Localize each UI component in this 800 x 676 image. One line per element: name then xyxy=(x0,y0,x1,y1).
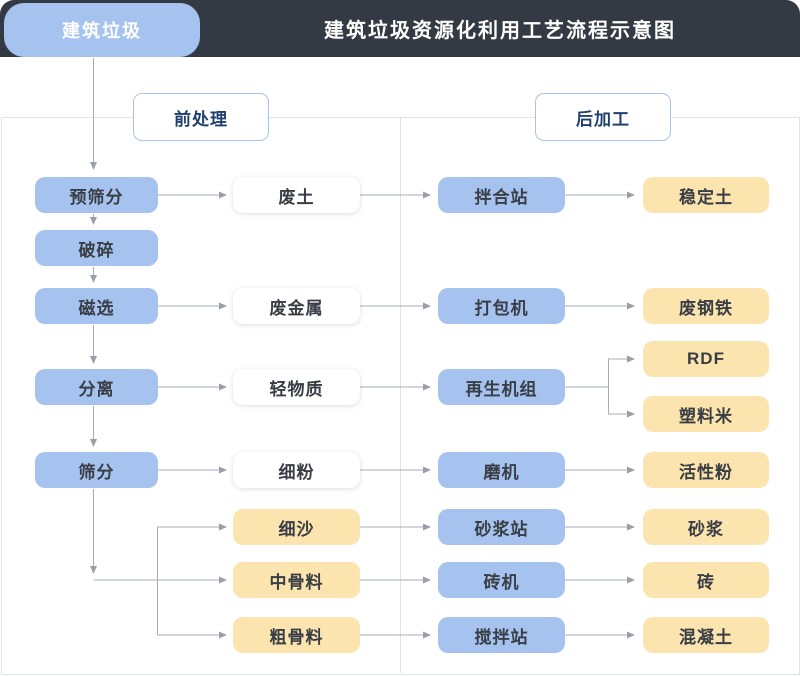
node-mortar: 砂浆 xyxy=(643,509,769,545)
node-crushing: 破碎 xyxy=(35,230,158,266)
node-fine-powder: 细粉 xyxy=(233,452,360,488)
node-brick: 砖 xyxy=(643,562,769,598)
section-label-post-processing: 后加工 xyxy=(535,93,671,141)
node-plastic-pellets: 塑料米 xyxy=(643,396,769,432)
page-title: 建筑垃圾资源化利用工艺流程示意图 xyxy=(324,20,676,42)
node-waste-soil: 废土 xyxy=(233,177,360,213)
node-separation: 分离 xyxy=(35,369,158,405)
node-fine-sand: 细沙 xyxy=(233,509,360,545)
node-coarse-aggregate: 粗骨料 xyxy=(233,617,360,653)
node-screening: 筛分 xyxy=(35,452,158,488)
node-active-powder: 活性粉 xyxy=(643,452,769,488)
node-mill: 磨机 xyxy=(438,452,565,488)
node-brick-machine: 砖机 xyxy=(438,562,565,598)
node-mixing-station: 搅拌站 xyxy=(438,617,565,653)
node-scrap-steel: 废钢铁 xyxy=(643,288,769,324)
node-waste-metal: 废金属 xyxy=(233,288,360,324)
node-stabilized-soil: 稳定土 xyxy=(643,177,769,213)
node-concrete: 混凝土 xyxy=(643,617,769,653)
source-node-tab: 建筑垃圾 xyxy=(4,3,200,57)
node-blending-station: 拌合站 xyxy=(438,177,565,213)
node-mortar-plant: 砂浆站 xyxy=(438,509,565,545)
node-medium-aggregate: 中骨料 xyxy=(233,562,360,598)
section-divider xyxy=(400,117,401,673)
section-label-pre-processing: 前处理 xyxy=(133,93,269,141)
node-light-material: 轻物质 xyxy=(233,369,360,405)
node-rdf: RDF xyxy=(643,341,769,377)
node-recycling-unit: 再生机组 xyxy=(438,369,565,405)
node-pre-screening: 预筛分 xyxy=(35,177,158,213)
node-magnetic-separation: 磁选 xyxy=(35,288,158,324)
node-baler: 打包机 xyxy=(438,288,565,324)
